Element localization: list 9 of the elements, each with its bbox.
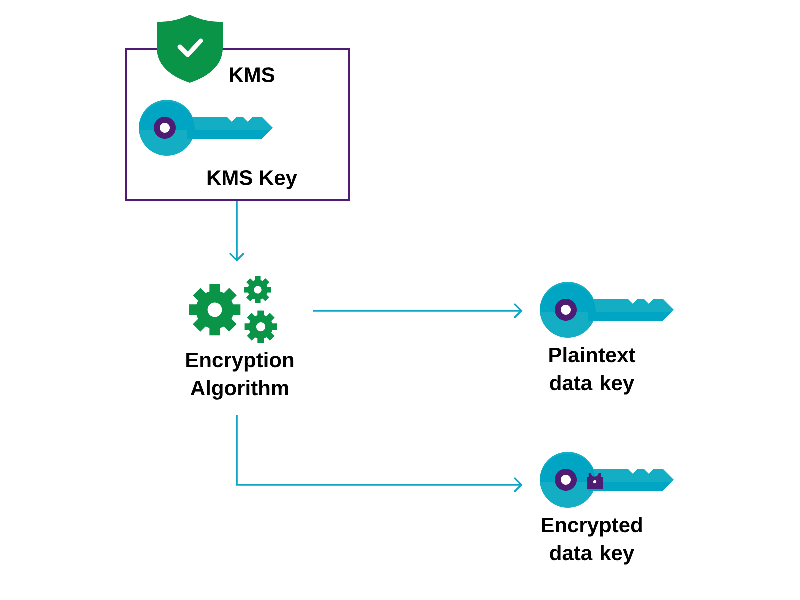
- node-text: Encrypted data key: [542, 517, 642, 565]
- arrow: [236, 415, 523, 493]
- node-label: KMS Key: [208, 170, 298, 190]
- node-label: KMS: [230, 68, 275, 82]
- node-text: Plaintext data key: [550, 347, 636, 395]
- service-box: [126, 48, 350, 202]
- node-text: Encryption Algorithm: [186, 352, 294, 400]
- arrow: [229, 202, 245, 262]
- arrow: [313, 303, 523, 319]
